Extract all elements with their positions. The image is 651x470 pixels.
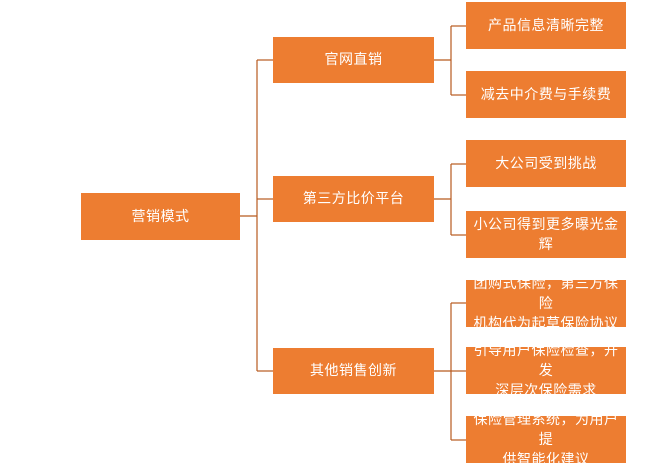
branch-node-official-direct-sales: 官网直销 <box>273 37 434 83</box>
leaf-node: 团购式保险，第三方保险 机构代为起草保险协议 <box>466 276 626 332</box>
root-label: 营销模式 <box>131 208 190 225</box>
branch-label: 官网直销 <box>324 52 383 68</box>
root-node: 营销模式 <box>81 193 240 240</box>
leaf-node: 小公司得到更多曝光金辉 <box>466 211 626 258</box>
leaf-node: 保险管理系统，为用户提 供智能化建议 <box>466 412 626 468</box>
leaf-label: 保险管理系统，为用户提 供智能化建议 <box>473 411 619 468</box>
leaf-label: 产品信息清晰完整 <box>488 17 604 34</box>
branch-node-third-party-comparison: 第三方比价平台 <box>273 176 434 222</box>
leaf-label: 减去中介费与手续费 <box>480 86 612 103</box>
leaf-label: 引导用户保险检查，开发 深层次保险需求 <box>473 342 619 399</box>
leaf-node: 产品信息清晰完整 <box>466 2 626 49</box>
branch-label: 其他销售创新 <box>310 363 397 379</box>
leaf-label: 团购式保险，第三方保险 机构代为起草保险协议 <box>473 275 619 332</box>
leaf-node: 大公司受到挑战 <box>466 140 626 187</box>
leaf-label: 小公司得到更多曝光金辉 <box>473 216 619 253</box>
branch-label: 第三方比价平台 <box>302 191 405 207</box>
leaf-label: 大公司受到挑战 <box>495 155 597 172</box>
leaf-node: 减去中介费与手续费 <box>466 71 626 118</box>
leaf-node: 引导用户保险检查，开发 深层次保险需求 <box>466 343 626 399</box>
branch-node-other-sales-innovation: 其他销售创新 <box>273 348 434 394</box>
